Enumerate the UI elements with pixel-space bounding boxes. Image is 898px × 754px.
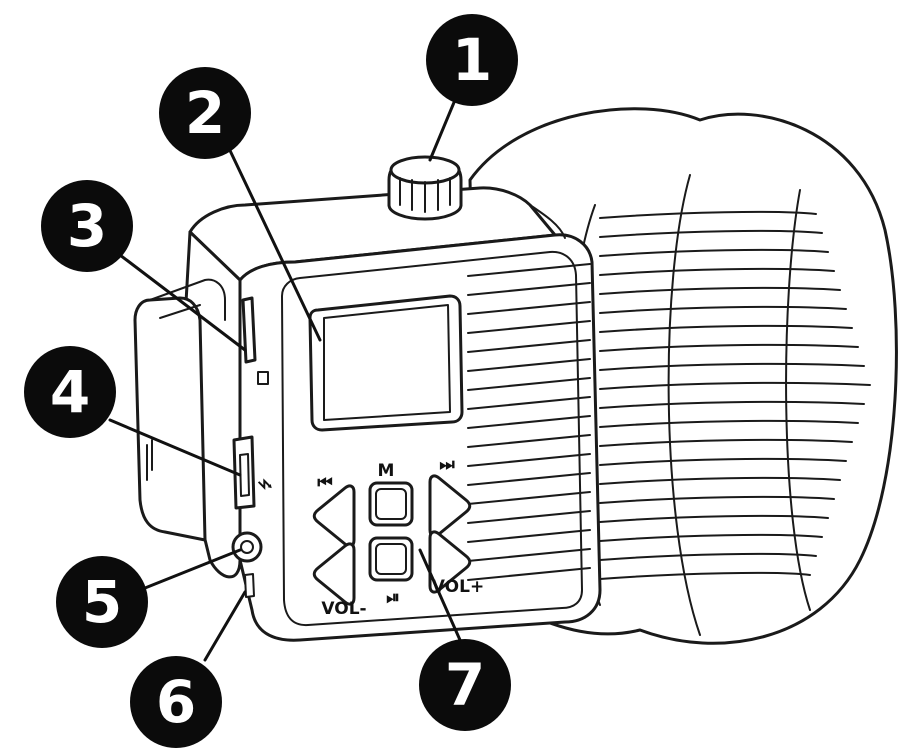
vent-slot: [467, 434, 591, 448]
next-glyph: ⏭: [439, 455, 455, 475]
grille-slot: [599, 571, 811, 580]
leader-lines: [108, 98, 462, 662]
grille-slot: [599, 381, 871, 390]
grille-slot: [599, 495, 835, 504]
play-pause-button[interactable]: [368, 536, 414, 582]
volume-down-button[interactable]: [312, 542, 356, 606]
leader-6: [203, 590, 247, 662]
callout-2: 2: [159, 67, 251, 159]
callout-6: 6: [130, 656, 222, 748]
svg-text:1: 1: [452, 26, 492, 94]
svg-text:2: 2: [185, 79, 225, 147]
vent-slot: [467, 358, 591, 372]
callout-5: 5: [56, 556, 148, 648]
grille-slot: [599, 457, 847, 466]
callout-7: 7: [419, 639, 511, 731]
callout-1: 1: [426, 14, 518, 106]
vent-slot: [467, 377, 591, 391]
vent-slot: [467, 472, 591, 486]
callout-4: 4: [24, 346, 116, 438]
usb-icon: ⭍: [258, 478, 274, 490]
svg-text:4: 4: [50, 358, 90, 426]
grille-slot: [599, 286, 841, 295]
lcd-display: [308, 294, 464, 432]
vent-slot: [467, 529, 591, 543]
vent-slot: [467, 282, 591, 296]
svg-text:6: 6: [156, 668, 196, 736]
tf-card-slot[interactable]: [241, 296, 269, 385]
grille-slot: [599, 210, 817, 219]
grille-slot: [599, 514, 829, 523]
grille-slot: [599, 533, 823, 542]
mode-button[interactable]: [368, 481, 414, 527]
vent-slot: [467, 567, 591, 581]
grille-slot: [599, 362, 865, 371]
mode-label: M: [378, 461, 395, 481]
vent-slot: [467, 548, 591, 562]
grille-slot: [599, 438, 853, 447]
grille-slot: [599, 343, 859, 352]
svg-text:7: 7: [445, 651, 485, 719]
leader-4: [108, 418, 242, 477]
leader-5: [138, 548, 242, 592]
grille-slot: [599, 305, 847, 314]
leader-7: [418, 548, 462, 642]
vent-slot: [467, 301, 591, 315]
usb-port[interactable]: ⭍: [232, 435, 274, 510]
vent-slot: [467, 491, 591, 505]
volume-up-button[interactable]: [428, 530, 472, 594]
front-vent-slots: [467, 263, 591, 581]
previous-glyph: ⏮: [317, 473, 332, 493]
volume-down-label: VOL-: [321, 599, 366, 619]
vent-slot: [467, 263, 591, 277]
svg-text:5: 5: [82, 568, 122, 636]
grille-slot: [599, 267, 835, 276]
grille-slot: [599, 400, 865, 409]
grille-slot: [599, 552, 817, 561]
leader-1: [428, 98, 457, 162]
callout-3: 3: [41, 180, 133, 272]
volume-up-label: VOL+: [432, 577, 484, 597]
control-pad: ⏮ M ⏭ VOL- ⏯ VOL+: [312, 455, 484, 619]
grille-slot: [599, 476, 841, 485]
leader-3: [118, 253, 247, 352]
volume-knob[interactable]: [387, 155, 463, 221]
play-pause-glyph: ⏯: [386, 588, 400, 608]
vent-slot: [467, 396, 591, 410]
vent-slot: [467, 453, 591, 467]
vent-slot: [467, 510, 591, 524]
leader-2: [223, 138, 322, 342]
side-module: [133, 278, 226, 542]
grille-slot: [599, 229, 823, 238]
vent-slot: [467, 415, 591, 429]
grille-slot: [599, 248, 829, 257]
grille-slot: [599, 419, 859, 428]
grille-slot: [599, 324, 853, 333]
vent-slot: [467, 320, 591, 334]
aux-jack[interactable]: [231, 531, 263, 563]
charge-indicator: [244, 573, 255, 598]
svg-text:3: 3: [67, 192, 107, 260]
vent-slot: [467, 339, 591, 353]
